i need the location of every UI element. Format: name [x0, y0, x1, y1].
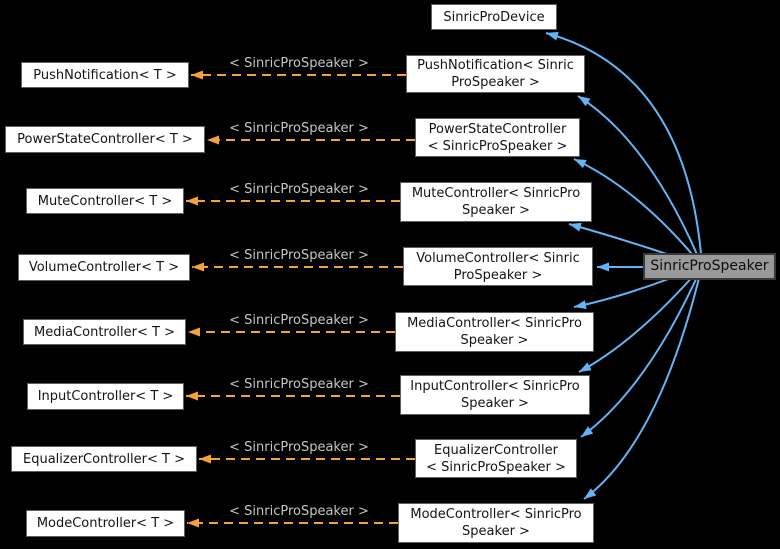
node-inputcontroller-instance[interactable]: InputController< SinricPro Speaker >: [400, 375, 590, 415]
node-mediacontroller-template[interactable]: MediaController< T >: [23, 319, 186, 345]
template-edge-label: < SinricProSpeaker >: [229, 440, 369, 455]
instance-label-line2: ProSpeaker >: [451, 75, 540, 90]
inheritance-arrow-to-modecontroller: [583, 265, 703, 500]
instance-label-line2: Speaker >: [461, 396, 529, 411]
instance-label-line1: MediaController< SinricPro: [407, 316, 582, 331]
instance-label-line1: MuteController< SinricPro: [411, 186, 581, 201]
instance-label-line1: EqualizerController: [433, 442, 558, 458]
template-edge-label: < SinricProSpeaker >: [229, 121, 369, 136]
instance-label-line1: ModeController< SinricPro: [410, 507, 582, 522]
instance-label-line1: PushNotification< Sinric: [417, 58, 574, 73]
instance-label-line1: VolumeController< Sinric: [416, 250, 580, 266]
node-sinricprospeaker[interactable]: SinricProSpeaker: [643, 253, 776, 280]
template-edge-label: < SinricProSpeaker >: [229, 504, 369, 519]
instance-label-line1: InputController< SinricPro: [410, 379, 580, 394]
instance-label-line2: Speaker >: [460, 333, 529, 348]
node-modecontroller-template[interactable]: ModeController< T >: [26, 510, 185, 537]
instance-label-line2: < SinricProSpeaker >: [427, 138, 568, 154]
node-inputcontroller-template[interactable]: InputController< T >: [27, 383, 184, 410]
node-volumecontroller-instance[interactable]: VolumeController< Sinric ProSpeaker >: [403, 247, 593, 286]
instance-label-line2: < SinricProSpeaker >: [426, 459, 566, 475]
inheritance-arrow-to-inputcontroller: [578, 265, 703, 373]
node-equalizercontroller-template[interactable]: EqualizerController< T >: [11, 446, 197, 472]
inheritance-arrow-to-powerstatecontroller: [573, 158, 703, 267]
template-edge-label: < SinricProSpeaker >: [229, 377, 369, 392]
node-pushnotification-instance[interactable]: PushNotification< Sinric ProSpeaker >: [406, 55, 585, 93]
node-powerstatecontroller-template[interactable]: PowerStateController< T >: [5, 126, 205, 153]
template-edge-label: < SinricProSpeaker >: [229, 248, 369, 263]
inheritance-arrow-to-equalizercontroller: [580, 265, 703, 438]
instance-label-line1: PowerStateController: [428, 121, 567, 137]
node-modecontroller-instance[interactable]: ModeController< SinricPro Speaker >: [398, 503, 594, 543]
inheritance-arrow-to-pushnotification: [577, 95, 703, 267]
node-pushnotification-template[interactable]: PushNotification< T >: [21, 62, 189, 88]
node-equalizercontroller-instance[interactable]: EqualizerController < SinricProSpeaker >: [415, 439, 577, 478]
node-powerstatecontroller-instance[interactable]: PowerStateController < SinricProSpeaker …: [415, 118, 580, 157]
node-volumecontroller-template[interactable]: VolumeController< T >: [18, 254, 190, 281]
template-edge-label: < SinricProSpeaker >: [229, 56, 369, 71]
node-mutecontroller-instance[interactable]: MuteController< SinricPro Speaker >: [400, 182, 592, 222]
instance-label-line2: Speaker >: [462, 524, 530, 539]
node-mutecontroller-template[interactable]: MuteController< T >: [26, 188, 184, 214]
node-sinricprodevice[interactable]: SinricProDevice: [431, 4, 557, 30]
instance-label-line2: Speaker >: [462, 203, 530, 218]
template-edge-label: < SinricProSpeaker >: [229, 182, 369, 197]
inheritance-arrow-to-sinricprodevice: [545, 31, 703, 267]
instance-label-line2: ProSpeaker >: [453, 267, 543, 283]
node-mediacontroller-instance[interactable]: MediaController< SinricPro Speaker >: [395, 312, 594, 352]
template-edge-label: < SinricProSpeaker >: [229, 313, 369, 328]
